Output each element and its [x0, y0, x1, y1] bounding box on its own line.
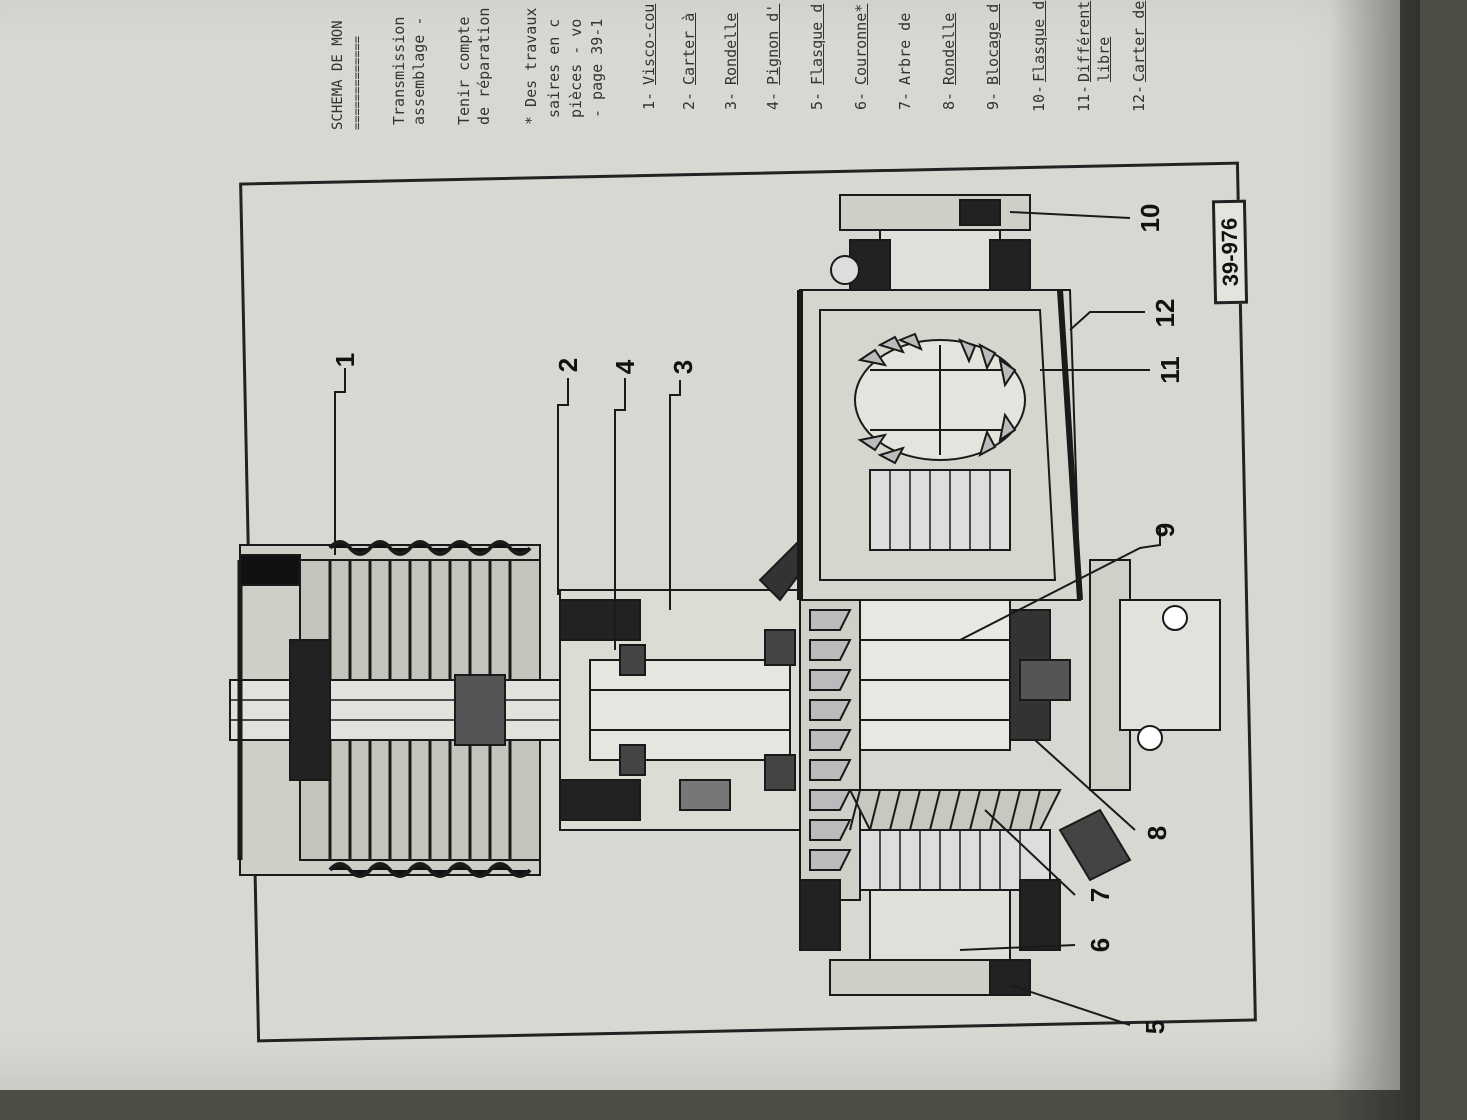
visco-coupling	[229, 540, 561, 878]
callout-10: 10	[1135, 203, 1165, 233]
callout-8: 8	[1142, 825, 1172, 841]
figure-reference-box: 39-976	[1211, 199, 1249, 305]
output-flange-bottom	[799, 879, 1061, 996]
callout-12: 12	[1150, 298, 1180, 328]
callout-1: 1	[330, 352, 360, 368]
callout-3: 3	[668, 359, 698, 375]
callout-4: 4	[610, 359, 640, 375]
callout-2: 2	[553, 357, 583, 373]
figure-reference: 39-976	[1216, 217, 1243, 287]
pinion-assembly	[559, 519, 842, 831]
callout-7: 7	[1085, 887, 1115, 903]
leader-lines	[334, 211, 1161, 1026]
diff-lock-actuator	[1019, 559, 1221, 882]
callout-6: 6	[1085, 937, 1115, 953]
output-flange-top	[830, 194, 1031, 291]
book-page	[0, 0, 1400, 1090]
page-fold-shadow	[1330, 0, 1420, 1120]
crown-gear	[799, 599, 1062, 901]
callout-9: 9	[1150, 522, 1180, 538]
callout-5: 5	[1140, 1019, 1170, 1035]
callout-11: 11	[1155, 356, 1185, 384]
